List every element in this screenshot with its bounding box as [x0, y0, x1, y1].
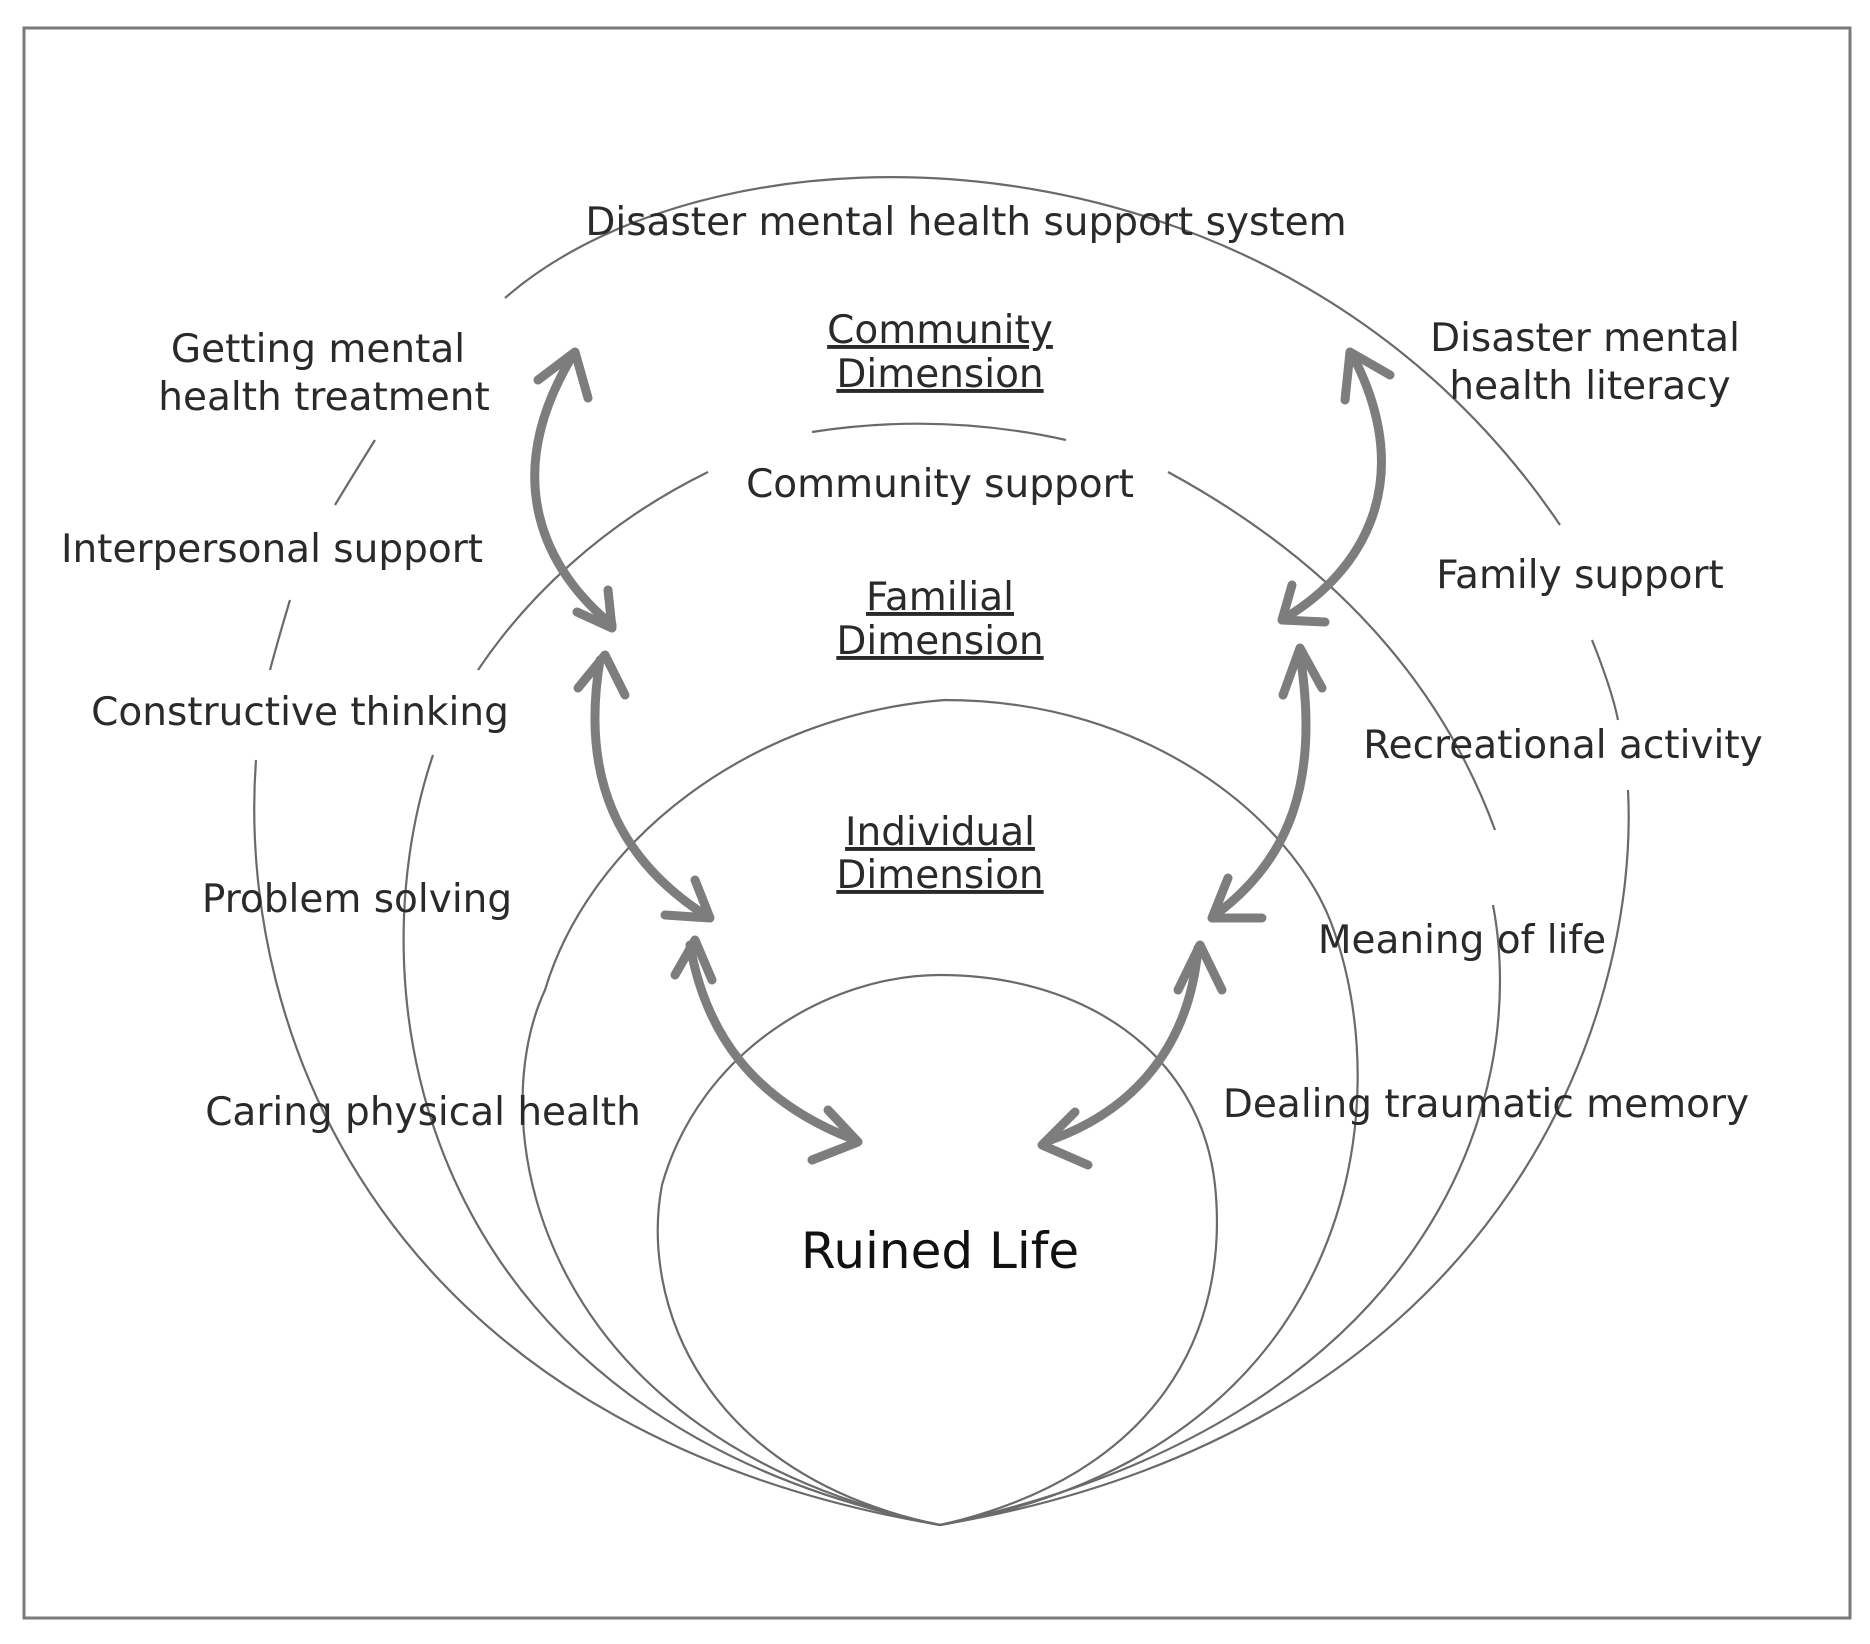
outer-arc — [504, 176, 1561, 526]
arrowhead — [670, 935, 717, 985]
arrow-right-bottom — [1040, 943, 1203, 1147]
familial-arc — [521, 698, 1359, 1527]
left-label-physical-health: Caring physical health — [205, 1090, 641, 1135]
arrowhead — [1037, 1107, 1093, 1170]
outer-arc-right-upper — [1590, 639, 1620, 721]
right-label-traumatic: Dealing traumatic memory — [1223, 1082, 1749, 1127]
community-arc-left-upper — [477, 471, 709, 671]
familial-dimension-line2: Dimension — [836, 619, 1043, 664]
dimension-arcs — [253, 176, 1630, 1527]
arrowhead — [1340, 347, 1395, 405]
familial-dimension-line1: Familial — [866, 575, 1014, 620]
right-label-family-support: Family support — [1436, 553, 1724, 598]
arrow-left-top — [530, 355, 617, 630]
arrowhead — [1277, 580, 1330, 627]
arrow-left-bottom — [685, 940, 860, 1145]
core-label: Ruined Life — [801, 1222, 1079, 1280]
community-dimension-line2: Dimension — [836, 352, 1043, 397]
arrowhead — [533, 347, 593, 403]
community-arc-right — [1167, 471, 1497, 831]
left-label-mental-treatment-line2: health treatment — [158, 375, 490, 420]
left-label-mental-treatment-line1: Getting mental — [171, 327, 465, 372]
community-arc-left — [402, 754, 941, 1527]
figure-frame — [22, 26, 1852, 1620]
outer-arc-left — [253, 759, 941, 1527]
community-arc-right-lower — [939, 904, 1502, 1527]
individual-dimension-line2: Dimension — [836, 853, 1043, 898]
right-label-literacy-line1: Disaster mental — [1430, 316, 1740, 361]
arrowhead — [1278, 643, 1327, 700]
arrowhead — [572, 585, 617, 633]
arrow-right-mid — [1210, 650, 1311, 920]
right-label-recreational: Recreational activity — [1363, 723, 1762, 768]
arrow-left-mid — [590, 655, 710, 920]
diagram-labels: Disaster mental health support system Co… — [61, 200, 1763, 1280]
interaction-arrows — [530, 347, 1395, 1170]
right-label-literacy-line2: health literacy — [1449, 364, 1730, 409]
top-label: Disaster mental health support system — [585, 200, 1346, 245]
arrowhead — [573, 650, 630, 700]
arrow-right-top — [1280, 355, 1386, 623]
arrowhead — [807, 1105, 863, 1165]
community-support-label: Community support — [746, 462, 1134, 507]
outer-arc-left-mid — [268, 599, 292, 671]
individual-dimension-line1: Individual — [845, 810, 1035, 855]
outer-arc-left-upper — [334, 439, 376, 506]
left-label-interpersonal: Interpersonal support — [61, 527, 483, 572]
individual-arc — [656, 973, 1219, 1527]
left-label-constructive: Constructive thinking — [91, 690, 509, 735]
community-arc-top — [811, 422, 1067, 442]
arrowhead — [1173, 940, 1227, 995]
right-label-meaning: Meaning of life — [1318, 918, 1606, 963]
outer-arc-right — [939, 789, 1630, 1527]
left-label-problem-solving: Problem solving — [202, 877, 512, 922]
arrowhead — [1207, 873, 1267, 923]
community-dimension-line1: Community — [827, 308, 1053, 353]
arrowhead — [660, 875, 715, 923]
